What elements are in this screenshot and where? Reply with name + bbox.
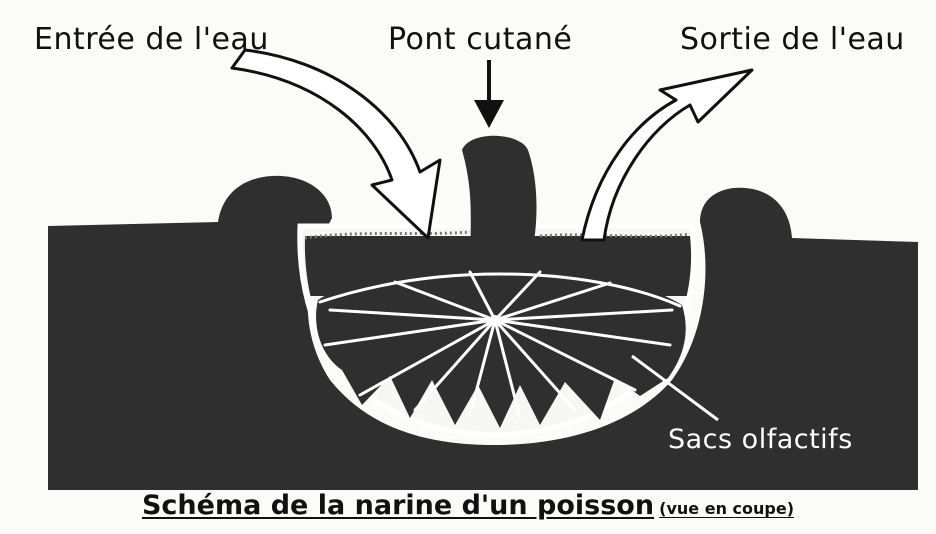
- skin-bridge-label: Pont cutané: [388, 22, 572, 57]
- skin-bridge: [462, 136, 537, 273]
- caption-title: Schéma de la narine d'un poisson: [142, 490, 654, 521]
- olfactory-sacs-label: Sacs olfactifs: [668, 424, 853, 455]
- diagram-caption: Schéma de la narine d'un poisson (vue en…: [0, 490, 936, 521]
- caption-subtitle: (vue en coupe): [659, 499, 794, 518]
- water-out-label: Sortie de l'eau: [680, 22, 905, 57]
- rosette-center: [490, 315, 500, 325]
- skin-bridge-pointer: [474, 60, 504, 128]
- water-in-label: Entrée de l'eau: [34, 22, 269, 57]
